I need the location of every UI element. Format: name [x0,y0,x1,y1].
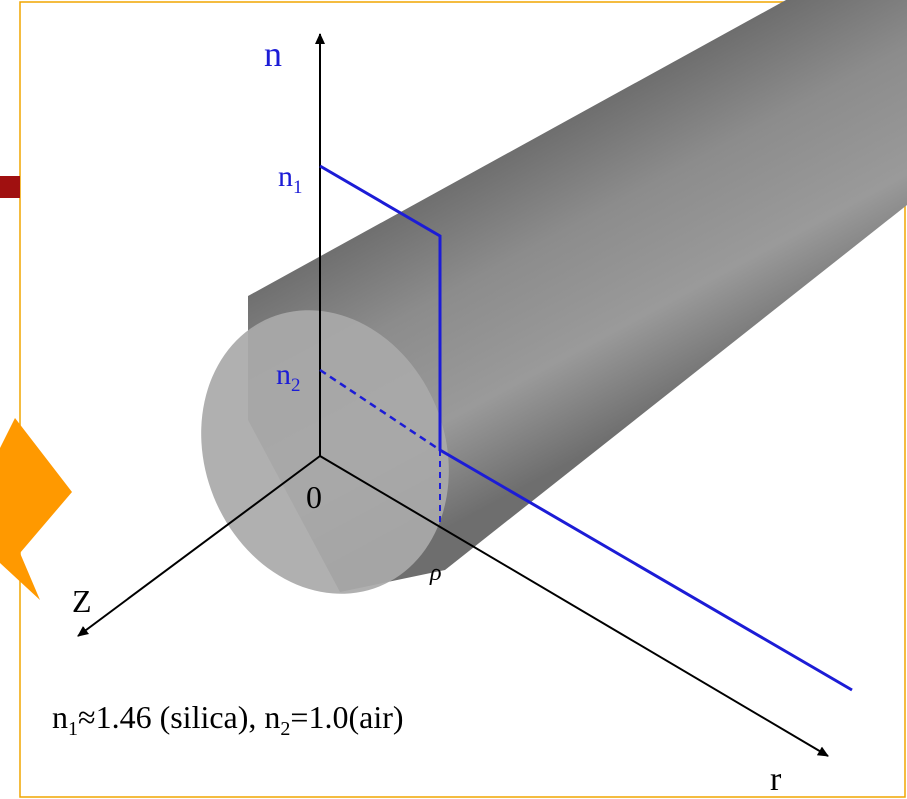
z-axis-label: Z [72,583,92,619]
core-index-step [319,164,853,692]
r-axis-label: r [770,761,782,798]
r-axis [319,455,829,757]
n2-label: n2 [276,358,301,396]
rho-label: ρ [429,560,442,586]
z-axis [77,455,321,637]
cladding-index-dashed [319,368,441,452]
origin-label: 0 [306,479,322,515]
n-axis-label: n [264,34,282,74]
fiber-end-face [201,310,449,594]
caption: n1≈1.46 (silica), n2=1.0(air) [52,699,404,740]
red-bullet-marker [0,176,20,198]
orange-arrow-shape [0,418,72,600]
slide-frame [19,1,906,798]
n1-label: n1 [278,160,303,198]
